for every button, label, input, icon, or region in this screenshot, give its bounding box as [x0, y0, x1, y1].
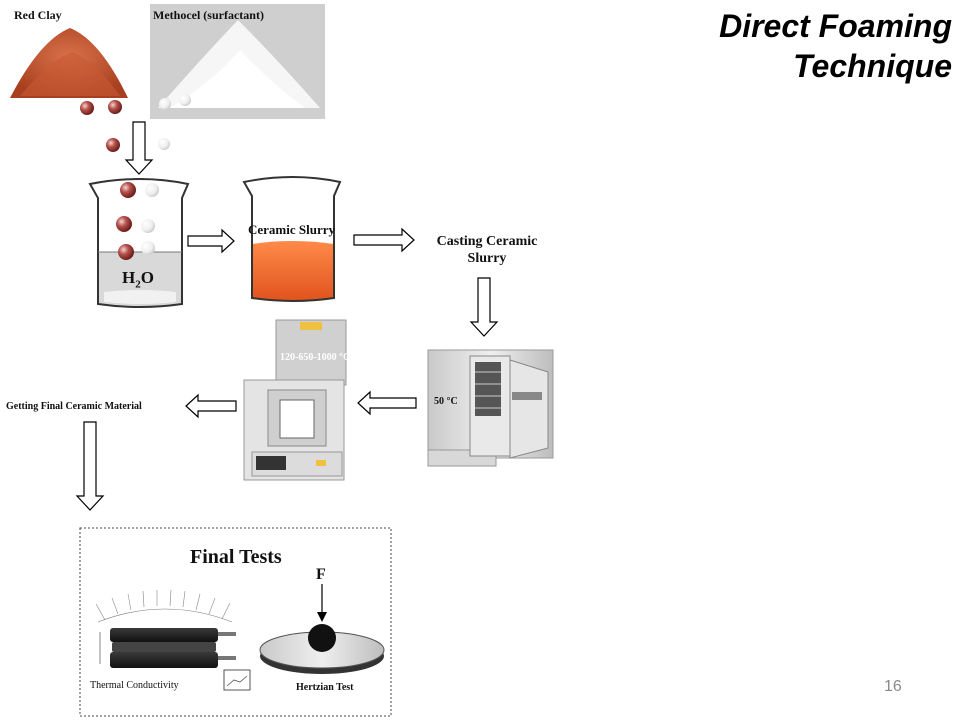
- final-tests-box: [79, 527, 392, 717]
- arrow-down-1: [124, 121, 154, 175]
- furnace-temp-label: 120-650-1000 °C: [280, 352, 351, 363]
- final-material-label: Getting Final Ceramic Material: [6, 401, 142, 412]
- beaker-water: [88, 178, 190, 308]
- arrow-down-3: [75, 421, 105, 511]
- methocel-label: Methocel (surfactant): [153, 8, 264, 22]
- slide-title-line2: Technique: [793, 48, 952, 84]
- slide-title-line1: Direct Foaming: [719, 8, 952, 44]
- ceramic-slurry-label: Ceramic Slurry: [248, 222, 336, 237]
- thermal-conductivity-figure: [95, 589, 251, 691]
- furnace: [243, 319, 347, 481]
- arrow-down-2: [469, 277, 499, 337]
- casting-label-line1: Casting Ceramic: [436, 234, 538, 249]
- slide-title: Direct Foaming Technique: [592, 6, 952, 86]
- oven-temp-label: 50 °C: [434, 396, 458, 407]
- arrow-right-2: [353, 227, 415, 253]
- hertzian-test-figure: [259, 584, 385, 674]
- casting-label-line2: Slurry: [467, 251, 507, 266]
- red-clay-image: [8, 5, 148, 110]
- arrow-left-2: [185, 393, 237, 419]
- red-clay-label: Red Clay: [14, 8, 62, 22]
- beaker-slurry: [242, 176, 342, 302]
- arrow-left-1: [357, 390, 417, 416]
- force-label: F: [316, 566, 326, 583]
- falling-particles: [80, 94, 191, 152]
- casting-label: Casting Ceramic Slurry: [422, 233, 552, 267]
- thermal-conductivity-label: Thermal Conductivity: [90, 680, 179, 691]
- arrow-right-1: [187, 228, 235, 254]
- water-h: H: [122, 268, 136, 287]
- water-sub: 2: [135, 278, 141, 291]
- final-tests-title: Final Tests: [190, 546, 282, 568]
- drying-oven: [427, 349, 554, 467]
- hertzian-test-label: Hertzian Test: [296, 682, 354, 693]
- page-number: 16: [884, 678, 902, 695]
- water-o: O: [140, 268, 154, 287]
- water-label: H2O: [122, 268, 154, 290]
